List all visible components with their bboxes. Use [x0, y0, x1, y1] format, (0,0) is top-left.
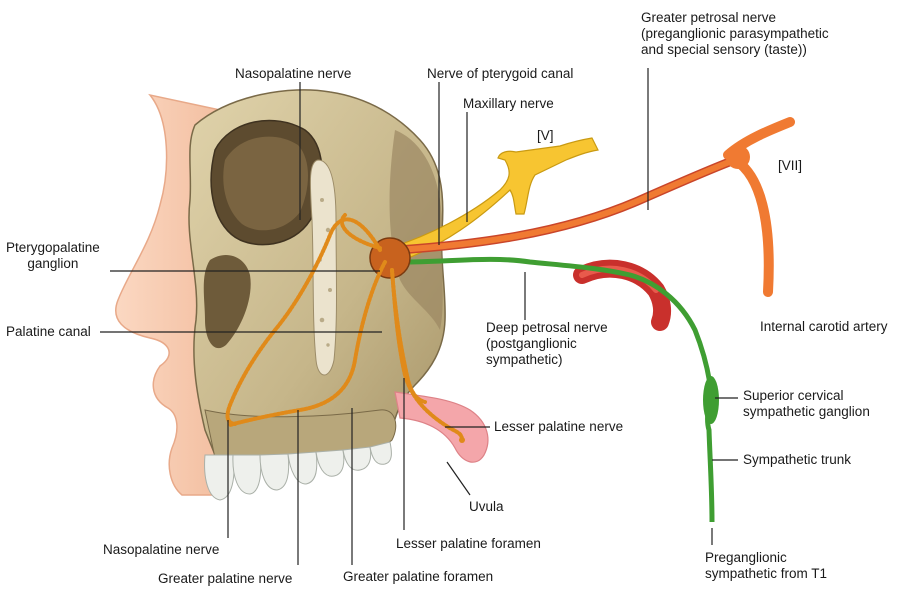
- label-greater-petrosal-nerve: Greater petrosal nerve (preganglionic pa…: [641, 10, 829, 58]
- label-greater-palatine-foramen: Greater palatine foramen: [343, 569, 493, 585]
- label-trigeminal: [V]: [537, 128, 554, 144]
- label-preganglionic-t1: Preganglionic sympathetic from T1: [705, 550, 827, 582]
- label-uvula: Uvula: [469, 499, 504, 515]
- label-nasopalatine-top: Nasopalatine nerve: [235, 66, 351, 82]
- label-internal-carotid-artery: Internal carotid artery: [760, 319, 900, 335]
- label-pterygopalatine-ganglion: Pterygopalatine ganglion: [6, 240, 100, 272]
- label-nasopalatine-bottom: Nasopalatine nerve: [103, 542, 219, 558]
- label-lesser-palatine-nerve: Lesser palatine nerve: [494, 419, 623, 435]
- label-greater-palatine-nerve: Greater palatine nerve: [158, 571, 292, 587]
- label-deep-petrosal-nerve: Deep petrosal nerve (postganglionic symp…: [486, 320, 608, 368]
- label-palatine-canal: Palatine canal: [6, 324, 91, 340]
- superior-cervical-ganglion: [703, 376, 719, 424]
- label-facial: [VII]: [778, 158, 802, 174]
- internal-carotid-artery: [582, 269, 662, 322]
- label-nerve-pterygoid-canal: Nerve of pterygoid canal: [427, 66, 573, 82]
- label-superior-cervical-ganglion: Superior cervical sympathetic ganglion: [743, 388, 870, 420]
- label-sympathetic-trunk: Sympathetic trunk: [743, 452, 851, 468]
- label-maxillary-nerve: Maxillary nerve: [463, 96, 554, 112]
- label-lesser-palatine-foramen: Lesser palatine foramen: [396, 536, 541, 552]
